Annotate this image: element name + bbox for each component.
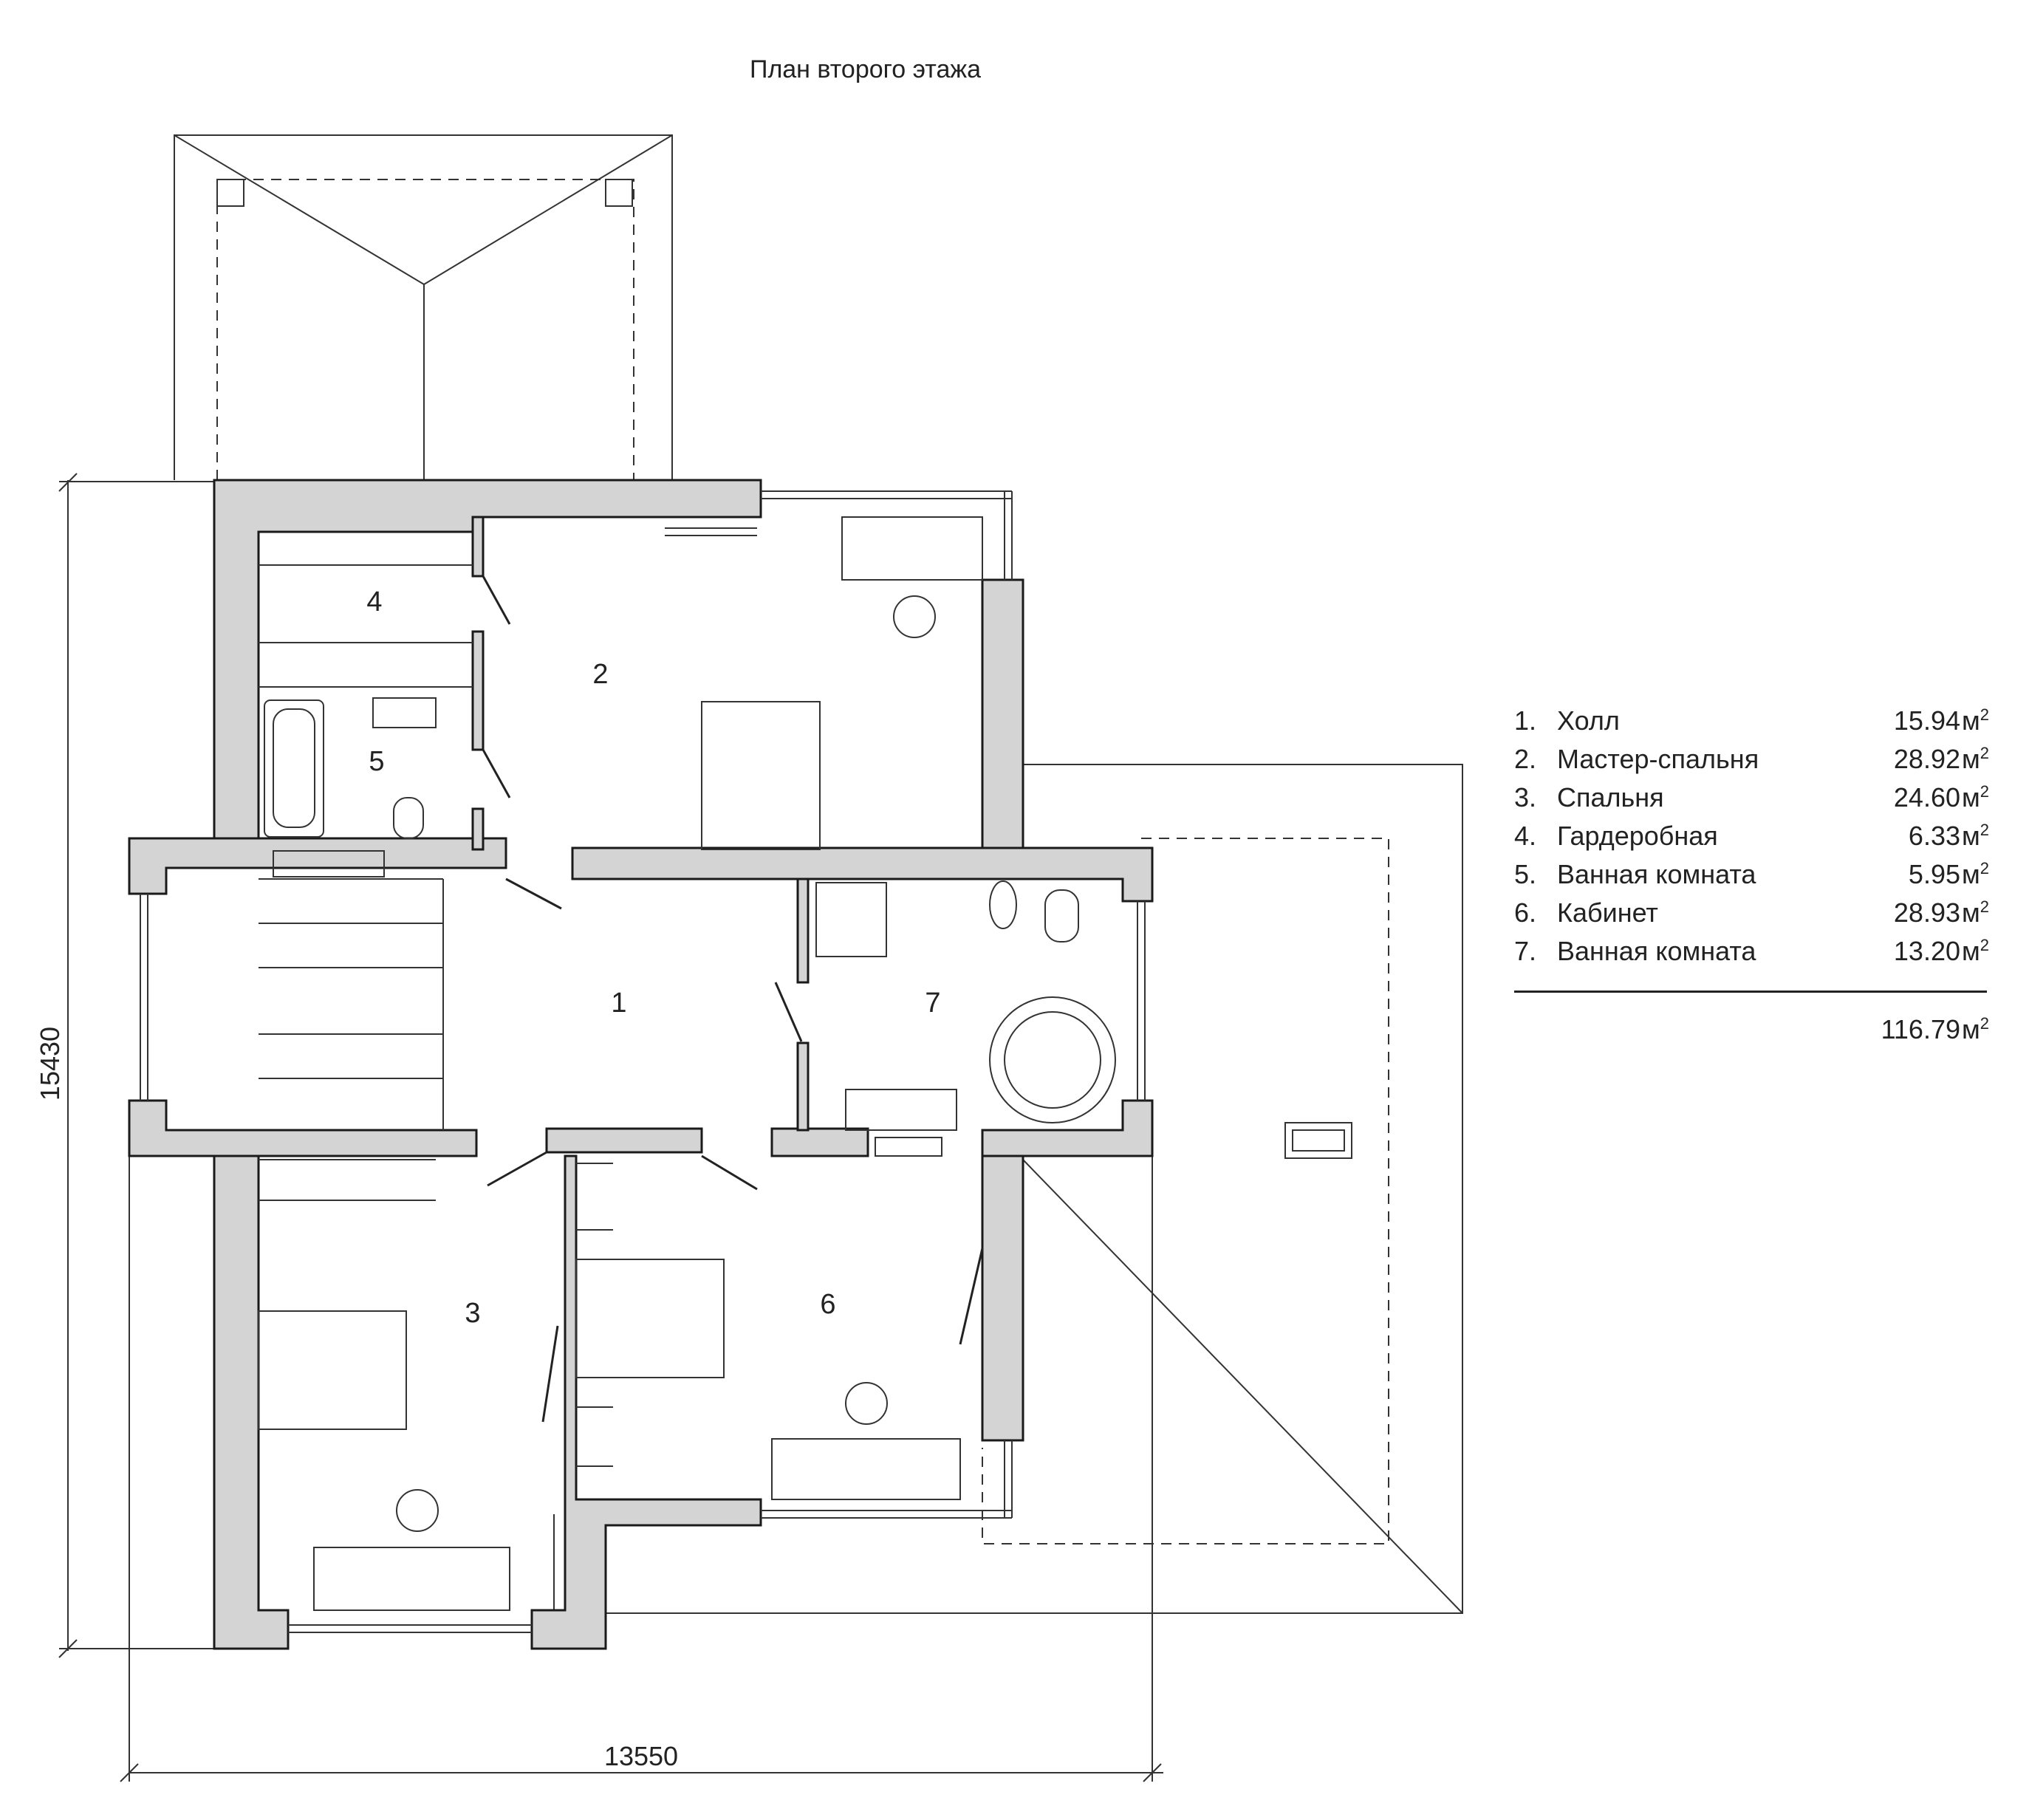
unit-sup: 2	[1980, 744, 1989, 762]
room-label-2: 2	[592, 659, 608, 690]
bidet	[989, 880, 1017, 929]
toilet	[393, 797, 424, 839]
legend-row: 6. Кабинет 28.93 м2	[1514, 897, 1989, 936]
unit-text: м	[1962, 705, 1980, 736]
legend-number: 5.	[1514, 859, 1537, 889]
room-label-1: 1	[611, 988, 626, 1019]
legend-total-unit: м2	[1962, 1014, 1989, 1045]
area-legend: 1. Холл 15.94 м2 2. Мастер-спальня 28.92…	[1514, 705, 1989, 1044]
unit-sup: 2	[1980, 782, 1989, 801]
legend-unit: м2	[1962, 859, 1989, 890]
legend-room-name: Ванная комната	[1557, 859, 1756, 889]
legend-divider	[1514, 991, 1987, 993]
unit-text: м	[1962, 897, 1980, 928]
legend-row: 2. Мастер-спальня 28.92 м2	[1514, 744, 1989, 782]
unit-text: м	[1962, 821, 1980, 851]
legend-row: 1. Холл 15.94 м2	[1514, 705, 1989, 744]
unit-sup: 2	[1980, 859, 1989, 878]
legend-room-area: 15.94	[1893, 705, 1960, 736]
plan-title: План второго этажа	[750, 55, 982, 83]
desk-3	[313, 1547, 510, 1611]
legend-room-name: Ванная комната	[1557, 936, 1756, 966]
unit-text: м	[1962, 782, 1980, 812]
double-sink	[845, 1089, 957, 1131]
legend-total-area: 116.79	[1881, 1014, 1960, 1044]
legend-number: 3.	[1514, 782, 1537, 812]
unit-sup: 2	[1980, 936, 1989, 954]
roof-top	[174, 134, 673, 480]
legend-unit: м2	[1962, 897, 1989, 928]
room-label-5: 5	[369, 746, 384, 777]
bed-master	[701, 701, 821, 850]
unit-sup: 2	[1980, 821, 1989, 839]
legend-room-area: 28.92	[1893, 744, 1960, 774]
room-label-4: 4	[366, 586, 382, 618]
chair-6	[845, 1382, 888, 1425]
legend-unit: м2	[1962, 936, 1989, 967]
legend-room-area: 13.20	[1893, 936, 1960, 966]
legend-room-name: Мастер-спальня	[1557, 744, 1759, 774]
chair-3	[396, 1489, 439, 1532]
roof-right	[553, 764, 1463, 1614]
legend-row: 7. Ванная комната 13.20 м2	[1514, 936, 1989, 974]
room-label-3: 3	[465, 1298, 480, 1329]
shower	[815, 882, 887, 957]
legend-unit: м2	[1962, 782, 1989, 813]
legend-number: 4.	[1514, 821, 1537, 851]
windows	[140, 490, 1146, 1633]
legend-room-name: Кабинет	[1557, 897, 1658, 928]
legend-room-name: Холл	[1557, 705, 1620, 736]
legend-row: 5. Ванная комната 5.95 м2	[1514, 859, 1989, 897]
legend-room-area: 6.33	[1908, 821, 1960, 851]
chair-master	[893, 595, 936, 638]
legend-number: 6.	[1514, 897, 1537, 928]
unit-sup: 2	[1980, 1014, 1989, 1033]
bathtub	[264, 699, 324, 838]
legend-row: 3. Спальня 24.60 м2	[1514, 782, 1989, 821]
legend-room-name: Гардеробная	[1557, 821, 1718, 851]
furniture	[258, 516, 1116, 1611]
unit-text: м	[1962, 744, 1980, 774]
round-tub	[989, 996, 1116, 1123]
room-label-6: 6	[820, 1289, 835, 1320]
dimension-height: 15430	[35, 1027, 65, 1101]
legend-unit: м2	[1962, 821, 1989, 852]
legend-room-area: 5.95	[1908, 859, 1960, 889]
unit-text: м	[1962, 1014, 1980, 1044]
legend-unit: м2	[1962, 744, 1989, 775]
legend-number: 1.	[1514, 705, 1537, 736]
doors	[482, 575, 984, 1423]
room-label-7: 7	[925, 988, 940, 1019]
legend-room-area: 24.60	[1893, 782, 1960, 812]
walls	[128, 479, 1154, 1650]
legend-room-area: 28.93	[1893, 897, 1960, 928]
legend-row: 4. Гардеробная 6.33 м2	[1514, 821, 1989, 859]
legend-number: 7.	[1514, 936, 1537, 966]
unit-sup: 2	[1980, 897, 1989, 916]
bed-3	[258, 1310, 407, 1430]
desk-master	[841, 516, 983, 581]
unit-sup: 2	[1980, 705, 1989, 724]
legend-room-name: Спальня	[1557, 782, 1664, 812]
legend-unit: м2	[1962, 705, 1989, 736]
desk-6	[771, 1438, 961, 1500]
dimension-lines	[58, 473, 1163, 1782]
bed-6	[575, 1259, 725, 1378]
legend-number: 2.	[1514, 744, 1537, 774]
toilet-2	[1044, 889, 1079, 942]
unit-text: м	[1962, 936, 1980, 966]
dimension-width: 13550	[604, 1741, 678, 1771]
unit-text: м	[1962, 859, 1980, 889]
